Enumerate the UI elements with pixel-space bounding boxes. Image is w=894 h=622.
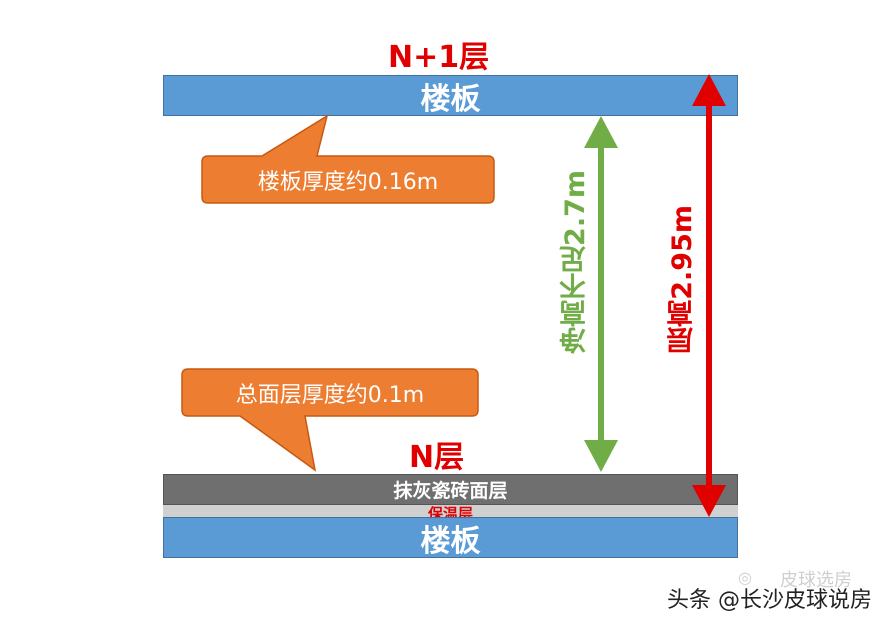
floor-height-arrow [692,74,726,517]
lower-floor-label: N层 [409,440,465,475]
clear-height-label: 净高不足2.7m [560,170,591,354]
slab-thickness-callout [201,114,495,204]
clear-height-arrow [584,116,618,472]
finish-layer: 抹灰瓷砖面层 [163,474,738,505]
slab-thickness-text: 楼板厚度约0.16m [257,169,439,195]
upper-floor-label: N+1层 [388,40,490,75]
source-watermark: 头条 @长沙皮球说房 [667,588,872,613]
finish-layer-label: 抹灰瓷砖面层 [393,480,508,502]
finish-thickness-text: 总面层厚度约0.1m [235,382,425,408]
top-slab: 楼板 [163,75,738,117]
wechat-icon: ◎ [738,568,752,587]
bottom-slab: 楼板 [163,517,738,559]
top-slab-label: 楼板 [420,81,481,117]
finish-thickness-callout [181,368,479,472]
bottom-slab-label: 楼板 [420,523,481,559]
faded-watermark: 皮球选房 [780,570,852,591]
floor-height-label: 层高2.95m [667,205,698,354]
